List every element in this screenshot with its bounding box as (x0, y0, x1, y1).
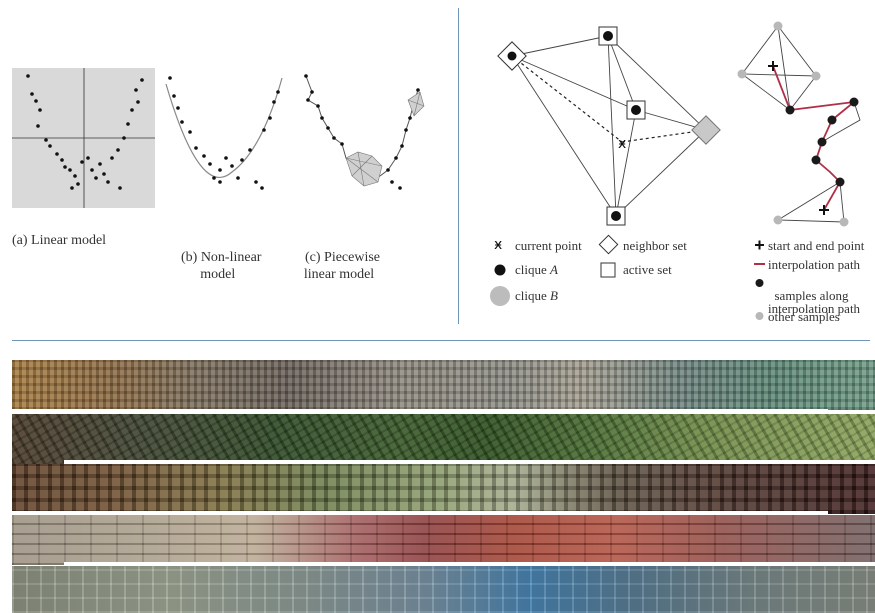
other-samples-icon (755, 312, 764, 320)
piecewise-linear-points (304, 74, 420, 190)
caption-non-linear-model: (b) Non-linear model (174, 232, 261, 283)
horizontal-divider (12, 340, 870, 341)
neighbor-set-icon (598, 234, 619, 255)
caption-non-linear-model-text: (b) Non-linear model (181, 250, 262, 282)
start-end-icon (755, 240, 764, 250)
texture-strip-2 (12, 414, 875, 464)
clique-graph-edges (511, 35, 707, 217)
legend-clique-b: clique B (515, 288, 558, 303)
current-point-icon: ӿ (494, 237, 502, 253)
legend-samples-along: samples along interpolation path (768, 276, 860, 315)
legend-neighbor-set-label: neighbor set (623, 238, 687, 253)
active-set-node-bottom (606, 206, 626, 226)
texture-strip-1 (12, 360, 875, 410)
texture-strip-4 (12, 515, 875, 565)
linear-model-points (26, 74, 144, 190)
legend-active-set: active set (623, 262, 672, 277)
legend-left-symbols: ӿ (490, 234, 619, 306)
caption-piecewise-linear-model: (c) Piecewise linear model (298, 232, 380, 283)
samples-along-icon (755, 279, 764, 287)
interpolation-top-triangle (741, 25, 817, 111)
legend-current-point-label: current point (515, 238, 582, 253)
start-end-markers (768, 61, 829, 215)
active-set-icon (600, 262, 616, 278)
legend-interp-path-label: interpolation path (768, 257, 861, 272)
strip-separator-2 (64, 460, 875, 464)
caption-linear-model: (a) Linear model (12, 232, 106, 249)
legend-neighbor-set: neighbor set (623, 238, 687, 253)
legend-other-samples: other samples (768, 309, 840, 324)
legend-start-end: start and end point (768, 238, 864, 253)
legend-right-symbols (754, 240, 765, 320)
legend-samples-along-label: samples along interpolation path (768, 288, 861, 316)
current-point-marker: ӿ (618, 136, 626, 152)
non-linear-model-curve (165, 77, 283, 178)
neighbor-set-node (497, 41, 527, 71)
clique-graph-dashed-edges (511, 55, 707, 143)
piecewise-mesh-b (407, 91, 425, 117)
active-set-node-mid (626, 100, 646, 120)
texture-strip-5 (12, 566, 875, 613)
legend-clique-b-prefix: clique (515, 288, 551, 303)
legend-active-set-label: active set (623, 262, 672, 277)
caption-piecewise-linear-model-text: (c) Piecewise linear model (303, 250, 381, 282)
clique-b-icon (490, 286, 510, 306)
caption-linear-model-text: (a) Linear model (12, 233, 107, 248)
legend-clique-a-prefix: clique (515, 262, 551, 277)
clique-a-icon (494, 264, 506, 276)
active-set-node-top (598, 26, 618, 46)
clique-b-node (691, 115, 721, 145)
piecewise-mesh-a (345, 151, 383, 187)
legend-other-samples-label: other samples (768, 309, 840, 324)
interpolation-path-gray (821, 101, 861, 143)
samples-along-path (785, 97, 859, 187)
model-comparison-figure (12, 68, 425, 208)
legend-interp-path: interpolation path (768, 257, 860, 272)
legend-start-end-label: start and end point (768, 238, 865, 253)
clique-graph-figure: ӿ (497, 21, 861, 227)
non-linear-model-points (168, 76, 280, 190)
interpolation-path (772, 65, 857, 211)
interpolation-bottom-triangle (776, 181, 845, 223)
strip-separator-3 (12, 511, 828, 515)
texture-strip-3 (12, 464, 875, 514)
legend-clique-b-var: B (550, 288, 558, 303)
legend-clique-a-var: A (550, 262, 558, 277)
vertical-divider (458, 8, 459, 324)
strip-separator-4 (64, 562, 875, 566)
strip-separator-1 (12, 409, 828, 413)
legend-current-point: current point (515, 238, 582, 253)
other-samples (737, 21, 849, 227)
legend-clique-a: clique A (515, 262, 558, 277)
